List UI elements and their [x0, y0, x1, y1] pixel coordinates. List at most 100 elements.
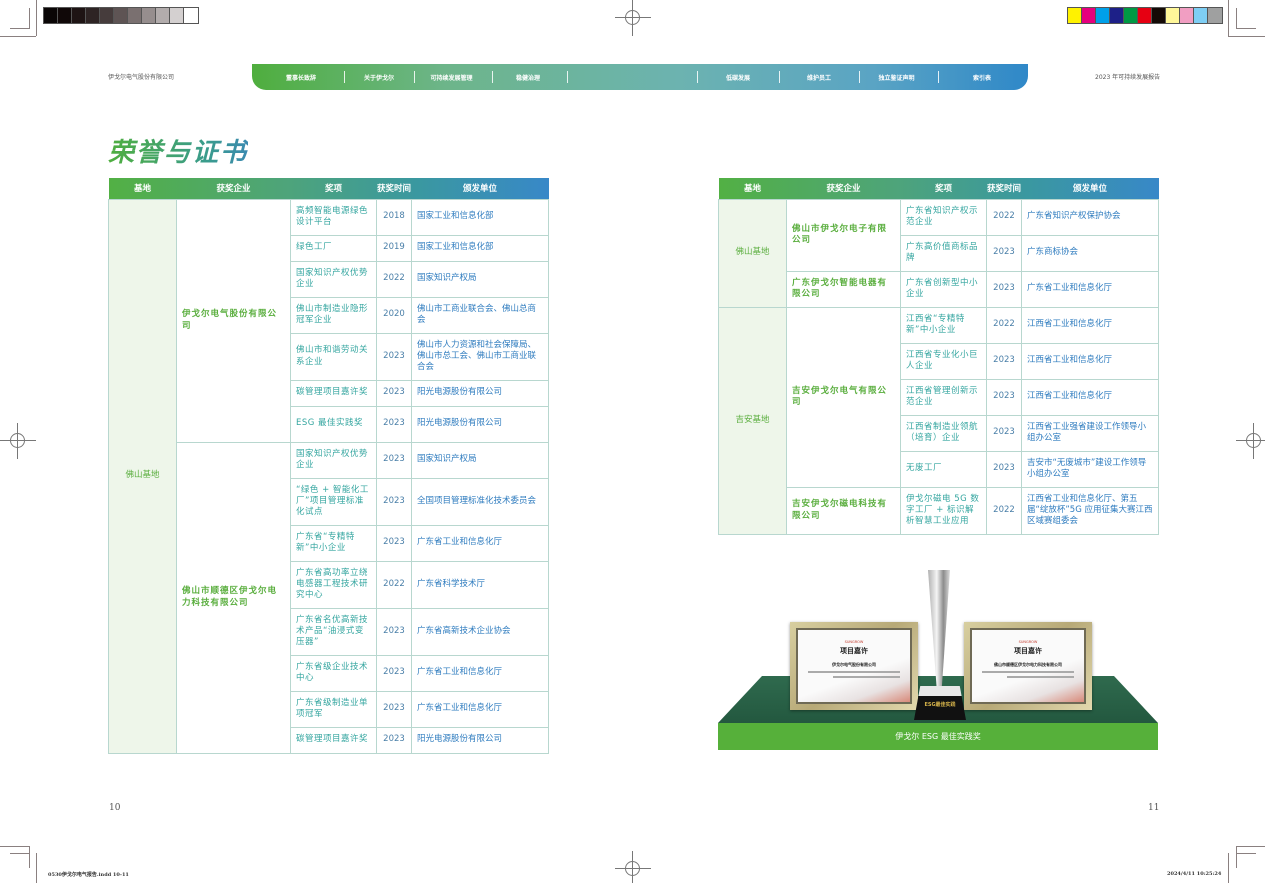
nav-sustainability-mgmt[interactable]: 可持续发展管理	[430, 75, 473, 82]
year-cell: 2023	[986, 414, 1022, 452]
award-cell: 广东省“专精特新”中小企业	[290, 524, 377, 562]
nav-employees[interactable]: 维护员工	[806, 75, 831, 82]
header-award: 奖项	[324, 184, 342, 195]
nav-assurance[interactable]: 独立鉴证声明	[878, 75, 915, 82]
certificate-frame-right: SUNGROW 项目嘉许 佛山市顺德区伊戈尔电力科技有限公司	[964, 622, 1092, 710]
award-cell: 江西省制造业领航（培育）企业	[900, 414, 987, 452]
year-cell: 2023	[986, 270, 1022, 308]
color-swatch	[1208, 8, 1222, 23]
issuer-cell: 国家知识产权局	[411, 260, 549, 298]
year-cell: 2023	[376, 726, 412, 754]
color-swatch	[58, 8, 72, 23]
crop-mark	[1228, 853, 1229, 883]
header-base: 基地	[133, 184, 151, 195]
issuer-cell: 江西省工业强省建设工作领导小组办公室	[1021, 414, 1159, 452]
award-cell: 碳管理项目嘉许奖	[290, 726, 377, 754]
year-cell: 2023	[986, 378, 1022, 416]
issuer-cell: 阳光电源股份有限公司	[411, 405, 549, 443]
issuer-cell: 广东省高新技术企业协会	[411, 607, 549, 656]
award-cell: 国家知识产权优势企业	[290, 260, 377, 298]
issuer-cell: 国家工业和信息化部	[411, 198, 549, 236]
nav-chairman-message[interactable]: 董事长致辞	[285, 75, 316, 82]
section-nav: 董事长致辞 关于伊戈尔 可持续发展管理 稳健治理 低碳发展 维护员工 独立鉴证声…	[252, 64, 1028, 90]
year-cell: 2022	[376, 560, 412, 609]
year-cell: 2023	[986, 450, 1022, 488]
year-cell: 2023	[986, 342, 1022, 380]
header-company: 获奖企业	[826, 184, 861, 195]
page-number-right: 11	[1148, 803, 1160, 813]
company-cell: 伊戈尔电气股份有限公司	[176, 198, 291, 443]
award-cell: 高频智能电源绿色设计平台	[290, 198, 377, 236]
award-cell: 江西省专业化小巨人企业	[900, 342, 987, 380]
issuer-cell: 阳光电源股份有限公司	[411, 379, 549, 407]
issuer-cell: 佛山市人力资源和社会保障局、佛山市总工会、佛山市工商业联合会	[411, 332, 549, 381]
award-cell: 江西省管理创新示范企业	[900, 378, 987, 416]
year-cell: 2022	[986, 306, 1022, 344]
award-cell: 广东高价值商标品牌	[900, 234, 987, 272]
year-cell: 2023	[376, 654, 412, 692]
nav-index[interactable]: 索引表	[972, 75, 991, 82]
timestamp-slug: 2024/4/11 10:25:24	[1167, 871, 1222, 877]
photo-caption: 伊戈尔 ESG 最佳实践奖	[718, 723, 1158, 750]
year-cell: 2023	[376, 332, 412, 381]
file-slug: 0530伊戈尔电气报告.indd 10-11	[48, 872, 129, 878]
nav-low-carbon[interactable]: 低碳发展	[725, 75, 750, 82]
nav-about[interactable]: 关于伊戈尔	[363, 75, 394, 82]
issuer-cell: 广东省工业和信息化厅	[1021, 270, 1159, 308]
gray-color-bar	[43, 7, 199, 24]
nav-divider	[344, 71, 345, 83]
color-swatch	[114, 8, 128, 23]
color-swatch	[184, 8, 198, 23]
certificate-recipient: 佛山市顺德区伊戈尔电力科技有限公司	[994, 662, 1062, 667]
color-swatch	[142, 8, 156, 23]
header-issuer: 颁发单位	[462, 184, 497, 195]
issuer-cell: 江西省工业和信息化厅	[1021, 342, 1159, 380]
crop-mark	[10, 853, 30, 854]
award-cell: 江西省“专精特新”中小企业	[900, 306, 987, 344]
award-cell: 广东省级企业技术中心	[290, 654, 377, 692]
trophy-icon	[928, 570, 950, 690]
nav-governance[interactable]: 稳健治理	[515, 75, 540, 82]
crop-mark	[1236, 8, 1237, 29]
nav-divider	[779, 71, 780, 83]
company-cell: 佛山市伊戈尔电子有限公司	[786, 198, 901, 272]
issuer-cell: 国家知识产权局	[411, 441, 549, 479]
crop-mark	[0, 36, 36, 37]
nav-divider	[492, 71, 493, 83]
certificate-brand: SUNGROW	[1018, 640, 1038, 644]
table-header-row: 基地 获奖企业 奖项 获奖时间 颁发单位	[718, 178, 1159, 199]
award-cell: 碳管理项目嘉许奖	[290, 379, 377, 407]
header-year: 获奖时间	[986, 184, 1021, 195]
esg-award-photo: SUNGROW 项目嘉许 伊戈尔电气股份有限公司 SUNGROW 项目嘉许 佛山…	[718, 566, 1158, 750]
issuer-cell: 广东省工业和信息化厅	[411, 524, 549, 562]
nav-divider	[859, 71, 860, 83]
crop-mark	[10, 28, 30, 29]
award-cell: 绿色工厂	[290, 234, 377, 262]
color-swatch	[156, 8, 170, 23]
year-cell: 2022	[986, 198, 1022, 236]
header-award: 奖项	[934, 184, 952, 195]
year-cell: 2018	[376, 198, 412, 236]
certificate-frame-left: SUNGROW 项目嘉许 伊戈尔电气股份有限公司	[790, 622, 918, 710]
year-cell: 2023	[376, 405, 412, 443]
issuer-cell: 吉安市“无废城市”建设工作领导小组办公室	[1021, 450, 1159, 488]
year-cell: 2023	[376, 441, 412, 479]
table-header-row: 基地 获奖企业 奖项 获奖时间 颁发单位	[108, 178, 549, 199]
awards-table-left: 基地 获奖企业 奖项 获奖时间 颁发单位 佛山基地伊戈尔电气股份有限公司高频智能…	[108, 178, 549, 754]
issuer-cell: 江西省工业和信息化厅、第五届“绽放杯”5G 应用征集大赛江西区域赛组委会	[1021, 486, 1159, 535]
